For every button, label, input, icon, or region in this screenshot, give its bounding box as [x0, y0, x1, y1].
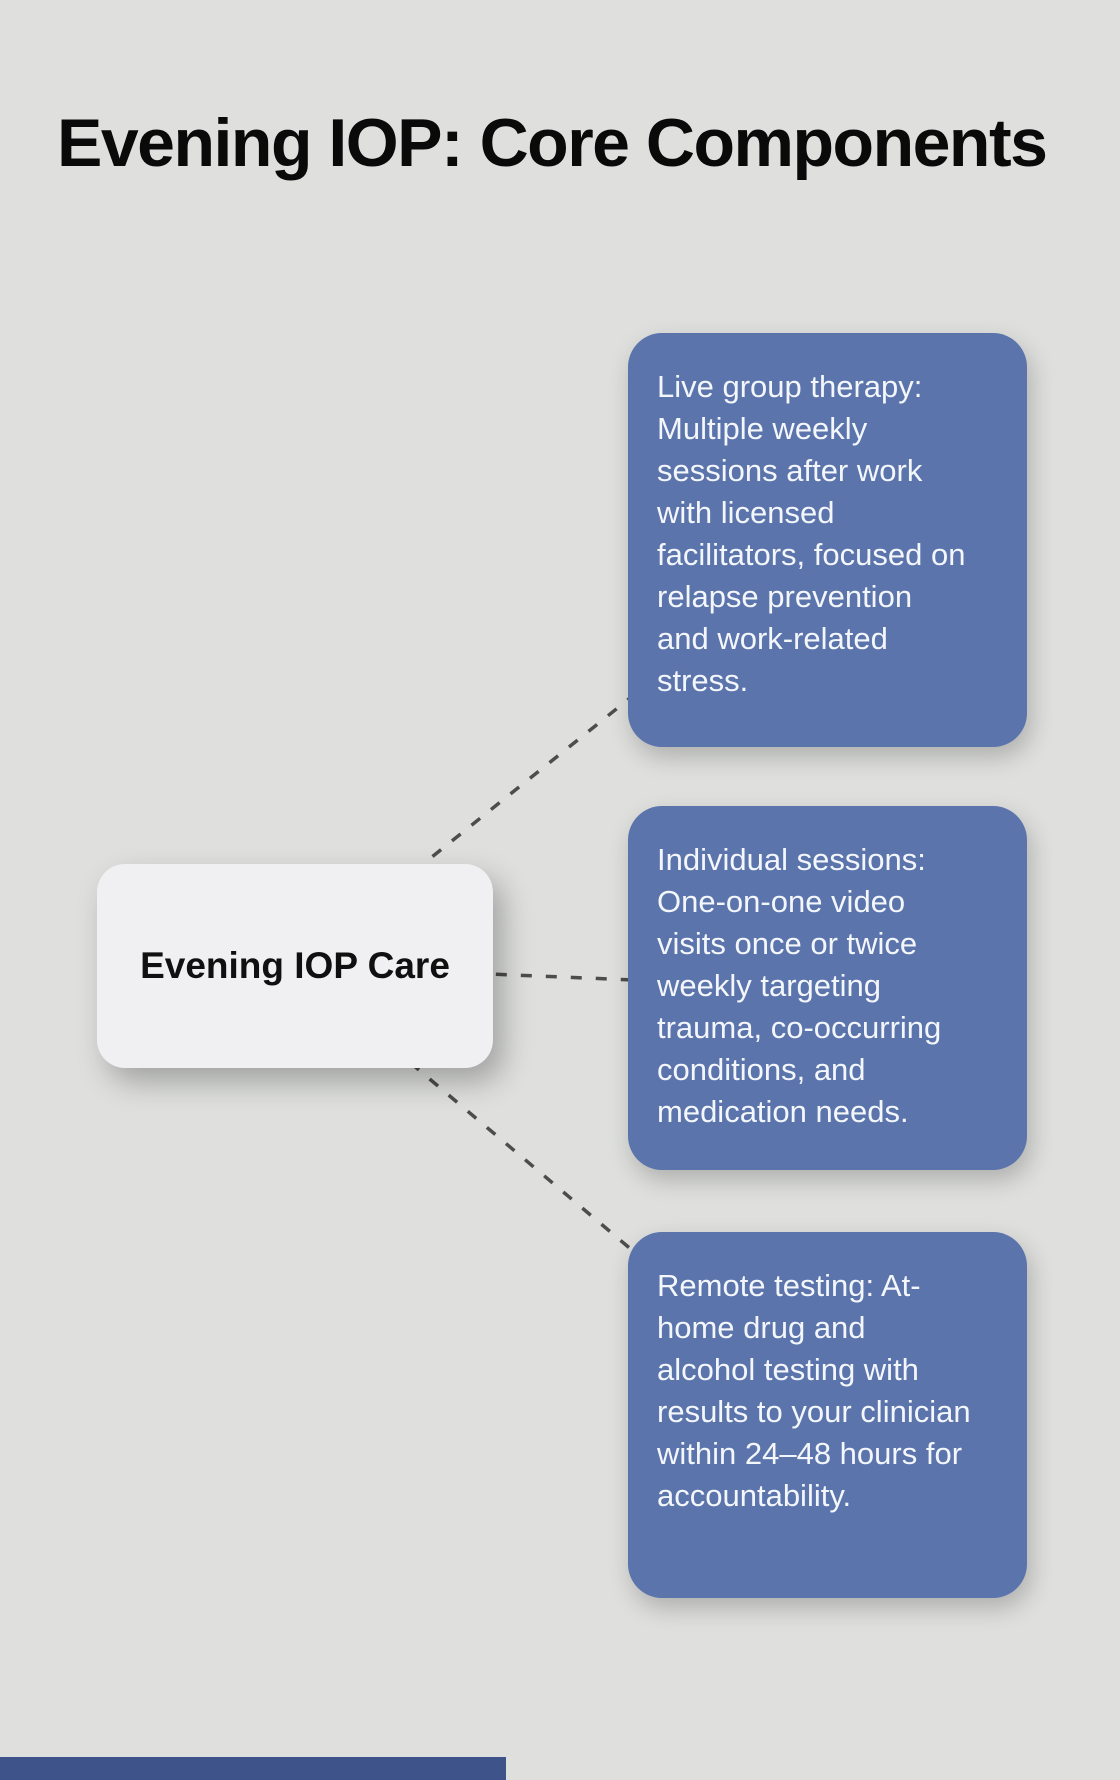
root-node: Evening IOP Care	[97, 864, 493, 1068]
branch-node-text: Individual sessions: One-on-one video vi…	[657, 842, 942, 1129]
branch-node-remote-testing: Remote testing: At-home drug and alcohol…	[628, 1232, 1027, 1598]
branch-node-text: Live group therapy: Multiple weekly sess…	[657, 369, 966, 698]
branch-node-text: Remote testing: At-home drug and alcohol…	[657, 1268, 971, 1513]
branch-node-individual-sessions: Individual sessions: One-on-one video vi…	[628, 806, 1027, 1170]
root-node-label: Evening IOP Care	[140, 945, 450, 986]
branch-node-live-group-therapy: Live group therapy: Multiple weekly sess…	[628, 333, 1027, 747]
bottom-accent-bar	[0, 1757, 506, 1780]
page-title: Evening IOP: Core Components	[57, 105, 1048, 181]
